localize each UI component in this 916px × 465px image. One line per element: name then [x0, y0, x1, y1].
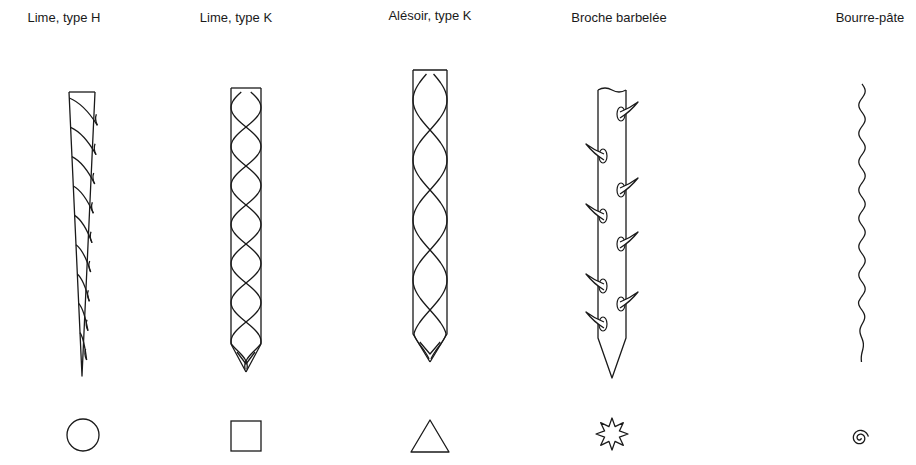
instrument-label: Broche barbelée — [571, 10, 666, 26]
file-flute — [71, 127, 96, 154]
tip-bevel — [237, 352, 255, 364]
shaft-top — [413, 69, 447, 70]
broach-outline — [598, 90, 626, 378]
file-edge — [92, 202, 94, 213]
file-edge — [86, 320, 88, 331]
tip-bevel — [420, 342, 440, 354]
instrument-label: Bourre-pâte — [836, 10, 905, 26]
barb — [620, 232, 638, 248]
twist-edge — [231, 92, 261, 370]
triangle-section — [411, 420, 449, 452]
barb — [586, 312, 604, 328]
k-file — [231, 88, 261, 372]
file-edge — [96, 114, 98, 125]
file-flute — [79, 303, 88, 330]
instrument-label: Lime, type H — [28, 10, 101, 26]
file-flute — [72, 157, 95, 184]
twist-edge — [231, 92, 261, 370]
broach-top — [598, 88, 626, 92]
barb — [586, 274, 604, 290]
shaft-outline — [413, 70, 430, 362]
file-flute — [80, 333, 87, 360]
twist-edge — [413, 74, 447, 359]
shaft-outline — [430, 70, 447, 362]
file-edge — [88, 290, 90, 301]
file-flute — [69, 98, 97, 125]
round-section — [67, 419, 99, 451]
instrument-label: Lime, type K — [200, 10, 272, 26]
file-edge — [89, 261, 91, 272]
barb — [620, 178, 638, 194]
file-edge — [85, 349, 87, 360]
shaft-top — [231, 87, 261, 88]
file-top — [69, 91, 95, 92]
twist-edge — [413, 74, 447, 359]
file-edge — [94, 144, 96, 155]
k-reamer — [413, 70, 447, 362]
file-edge — [93, 173, 95, 184]
star-section — [596, 418, 628, 450]
barb — [586, 144, 604, 160]
spiral-section — [853, 430, 868, 443]
barbed-broach — [586, 88, 638, 378]
file-flute — [75, 215, 92, 242]
file-flute — [77, 274, 89, 301]
barb — [620, 102, 638, 118]
lentulo-spiral — [859, 84, 866, 362]
square-section — [231, 421, 261, 451]
h-file — [69, 92, 97, 376]
file-edge — [90, 232, 92, 243]
instrument-label: Alésoir, type K — [388, 8, 471, 24]
file-flute — [73, 186, 93, 213]
file-flute — [76, 245, 91, 272]
barb — [620, 292, 638, 308]
barb — [586, 204, 604, 220]
